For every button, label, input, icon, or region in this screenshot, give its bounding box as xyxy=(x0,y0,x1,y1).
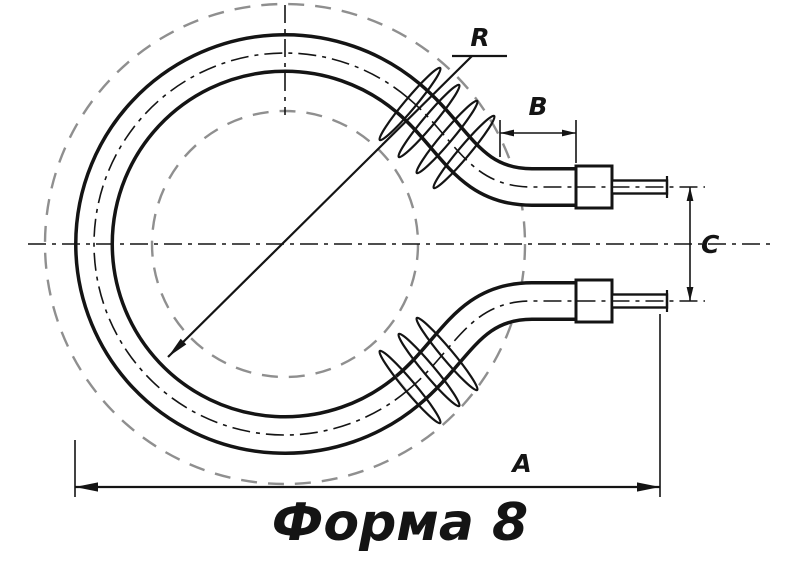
a-arrowhead-right xyxy=(637,482,660,492)
fin-ellipse xyxy=(378,66,442,142)
fin-ellipse xyxy=(415,316,479,392)
form-title: Форма 8 xyxy=(272,493,528,553)
dimension-B: B xyxy=(499,92,577,163)
c-arrowhead-top xyxy=(686,187,694,201)
fin-ellipse xyxy=(432,114,496,190)
bottom-end-centerline xyxy=(407,300,705,391)
c-arrowhead-bottom xyxy=(686,287,694,301)
top-end-centerline xyxy=(407,97,705,188)
dimension-R: R xyxy=(167,23,507,358)
bottom-bend-fins xyxy=(378,316,479,425)
dimension-C: C xyxy=(686,187,720,301)
fin-ellipse xyxy=(378,349,442,425)
b-arrowhead-left xyxy=(500,129,514,137)
b-label: B xyxy=(528,92,547,121)
b-arrowhead-right xyxy=(562,129,576,137)
radius-arrowhead xyxy=(168,338,187,357)
dimension-A: A xyxy=(74,314,661,497)
c-label: C xyxy=(701,230,720,259)
tube-top-end-bore xyxy=(396,85,576,204)
radius-leader-line xyxy=(167,55,473,358)
a-label: A xyxy=(510,449,531,478)
outer-limit-dashed-circle xyxy=(43,2,527,486)
a-arrowhead-left xyxy=(75,482,98,492)
fin-ellipse xyxy=(397,83,461,159)
tube-ring-centerline xyxy=(93,52,409,436)
centerlines xyxy=(28,5,772,436)
radius-label: R xyxy=(470,23,489,52)
top-bend-fins xyxy=(378,66,496,190)
